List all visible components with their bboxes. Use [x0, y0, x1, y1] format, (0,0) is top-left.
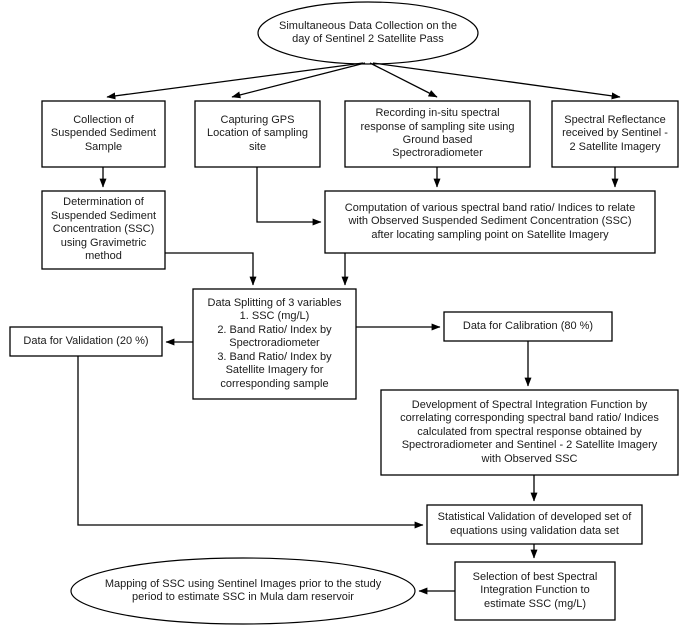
node-splitting-shape — [192, 288, 357, 400]
node-insitu-shape — [344, 100, 531, 168]
node-determination-shape — [41, 190, 166, 270]
edge-validation-data-to-statistical — [77, 356, 424, 529]
edge-determination-to-splitting — [165, 252, 257, 286]
node-mapping-shape — [70, 557, 416, 625]
edge-start-to-reflectance — [372, 62, 621, 100]
node-statistical-shape — [426, 504, 643, 545]
edge-start-to-gps — [231, 62, 366, 99]
edge-start-to-collection — [106, 62, 364, 100]
node-reflectance-shape — [551, 100, 679, 168]
node-start-shape — [257, 1, 479, 65]
edge-start-to-insitu — [369, 62, 438, 98]
node-calibration-data-shape — [443, 311, 613, 342]
node-validation-data-shape — [9, 326, 163, 357]
node-computation-shape — [324, 190, 656, 254]
edge-gps-to-computation — [256, 167, 322, 226]
node-collection-shape — [41, 100, 166, 168]
node-selection-shape — [454, 561, 616, 621]
node-development-shape — [380, 389, 679, 476]
node-gps-shape — [194, 100, 321, 168]
